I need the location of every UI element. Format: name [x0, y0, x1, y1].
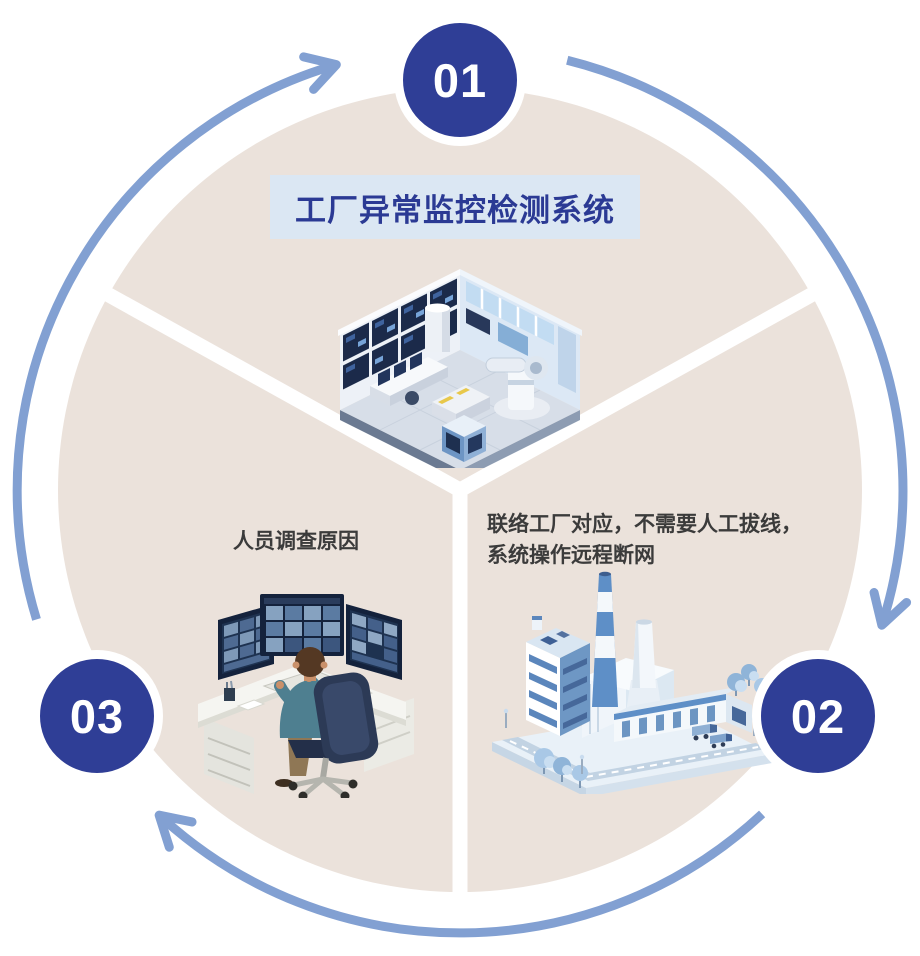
step-number-01: 01 [432, 53, 488, 107]
wall-tank [425, 303, 450, 352]
step2-label: 联络工厂对应，不需要人工拔线， 系统操作远程断网 [487, 509, 802, 571]
step1-title: 工厂异常监控检测系统 [270, 175, 640, 239]
trees [534, 664, 770, 788]
trucks [692, 724, 732, 749]
office-chair [288, 672, 379, 798]
front-cabinet [442, 415, 486, 462]
step-number-03: 03 [69, 689, 125, 743]
step2-label-line1: 联络工厂对应，不需要人工拔线， [487, 513, 802, 536]
step3-label: 人员调查原因 [233, 530, 359, 553]
step-badge-02: 02 [752, 650, 884, 782]
operator-illustration [198, 594, 414, 798]
control-room-illustration [338, 269, 582, 468]
warehouse [614, 686, 752, 742]
factory-illustration [492, 571, 772, 794]
step2-label-line2: 系统操作远程断网 [487, 544, 655, 567]
step-badge-01: 01 [394, 14, 526, 146]
step-number-02: 02 [790, 689, 846, 743]
cctv-monitor-right [346, 604, 402, 680]
lab-machine [485, 356, 550, 420]
office-building [526, 616, 590, 736]
step-badge-03: 03 [31, 650, 163, 782]
console-desk [370, 352, 448, 406]
